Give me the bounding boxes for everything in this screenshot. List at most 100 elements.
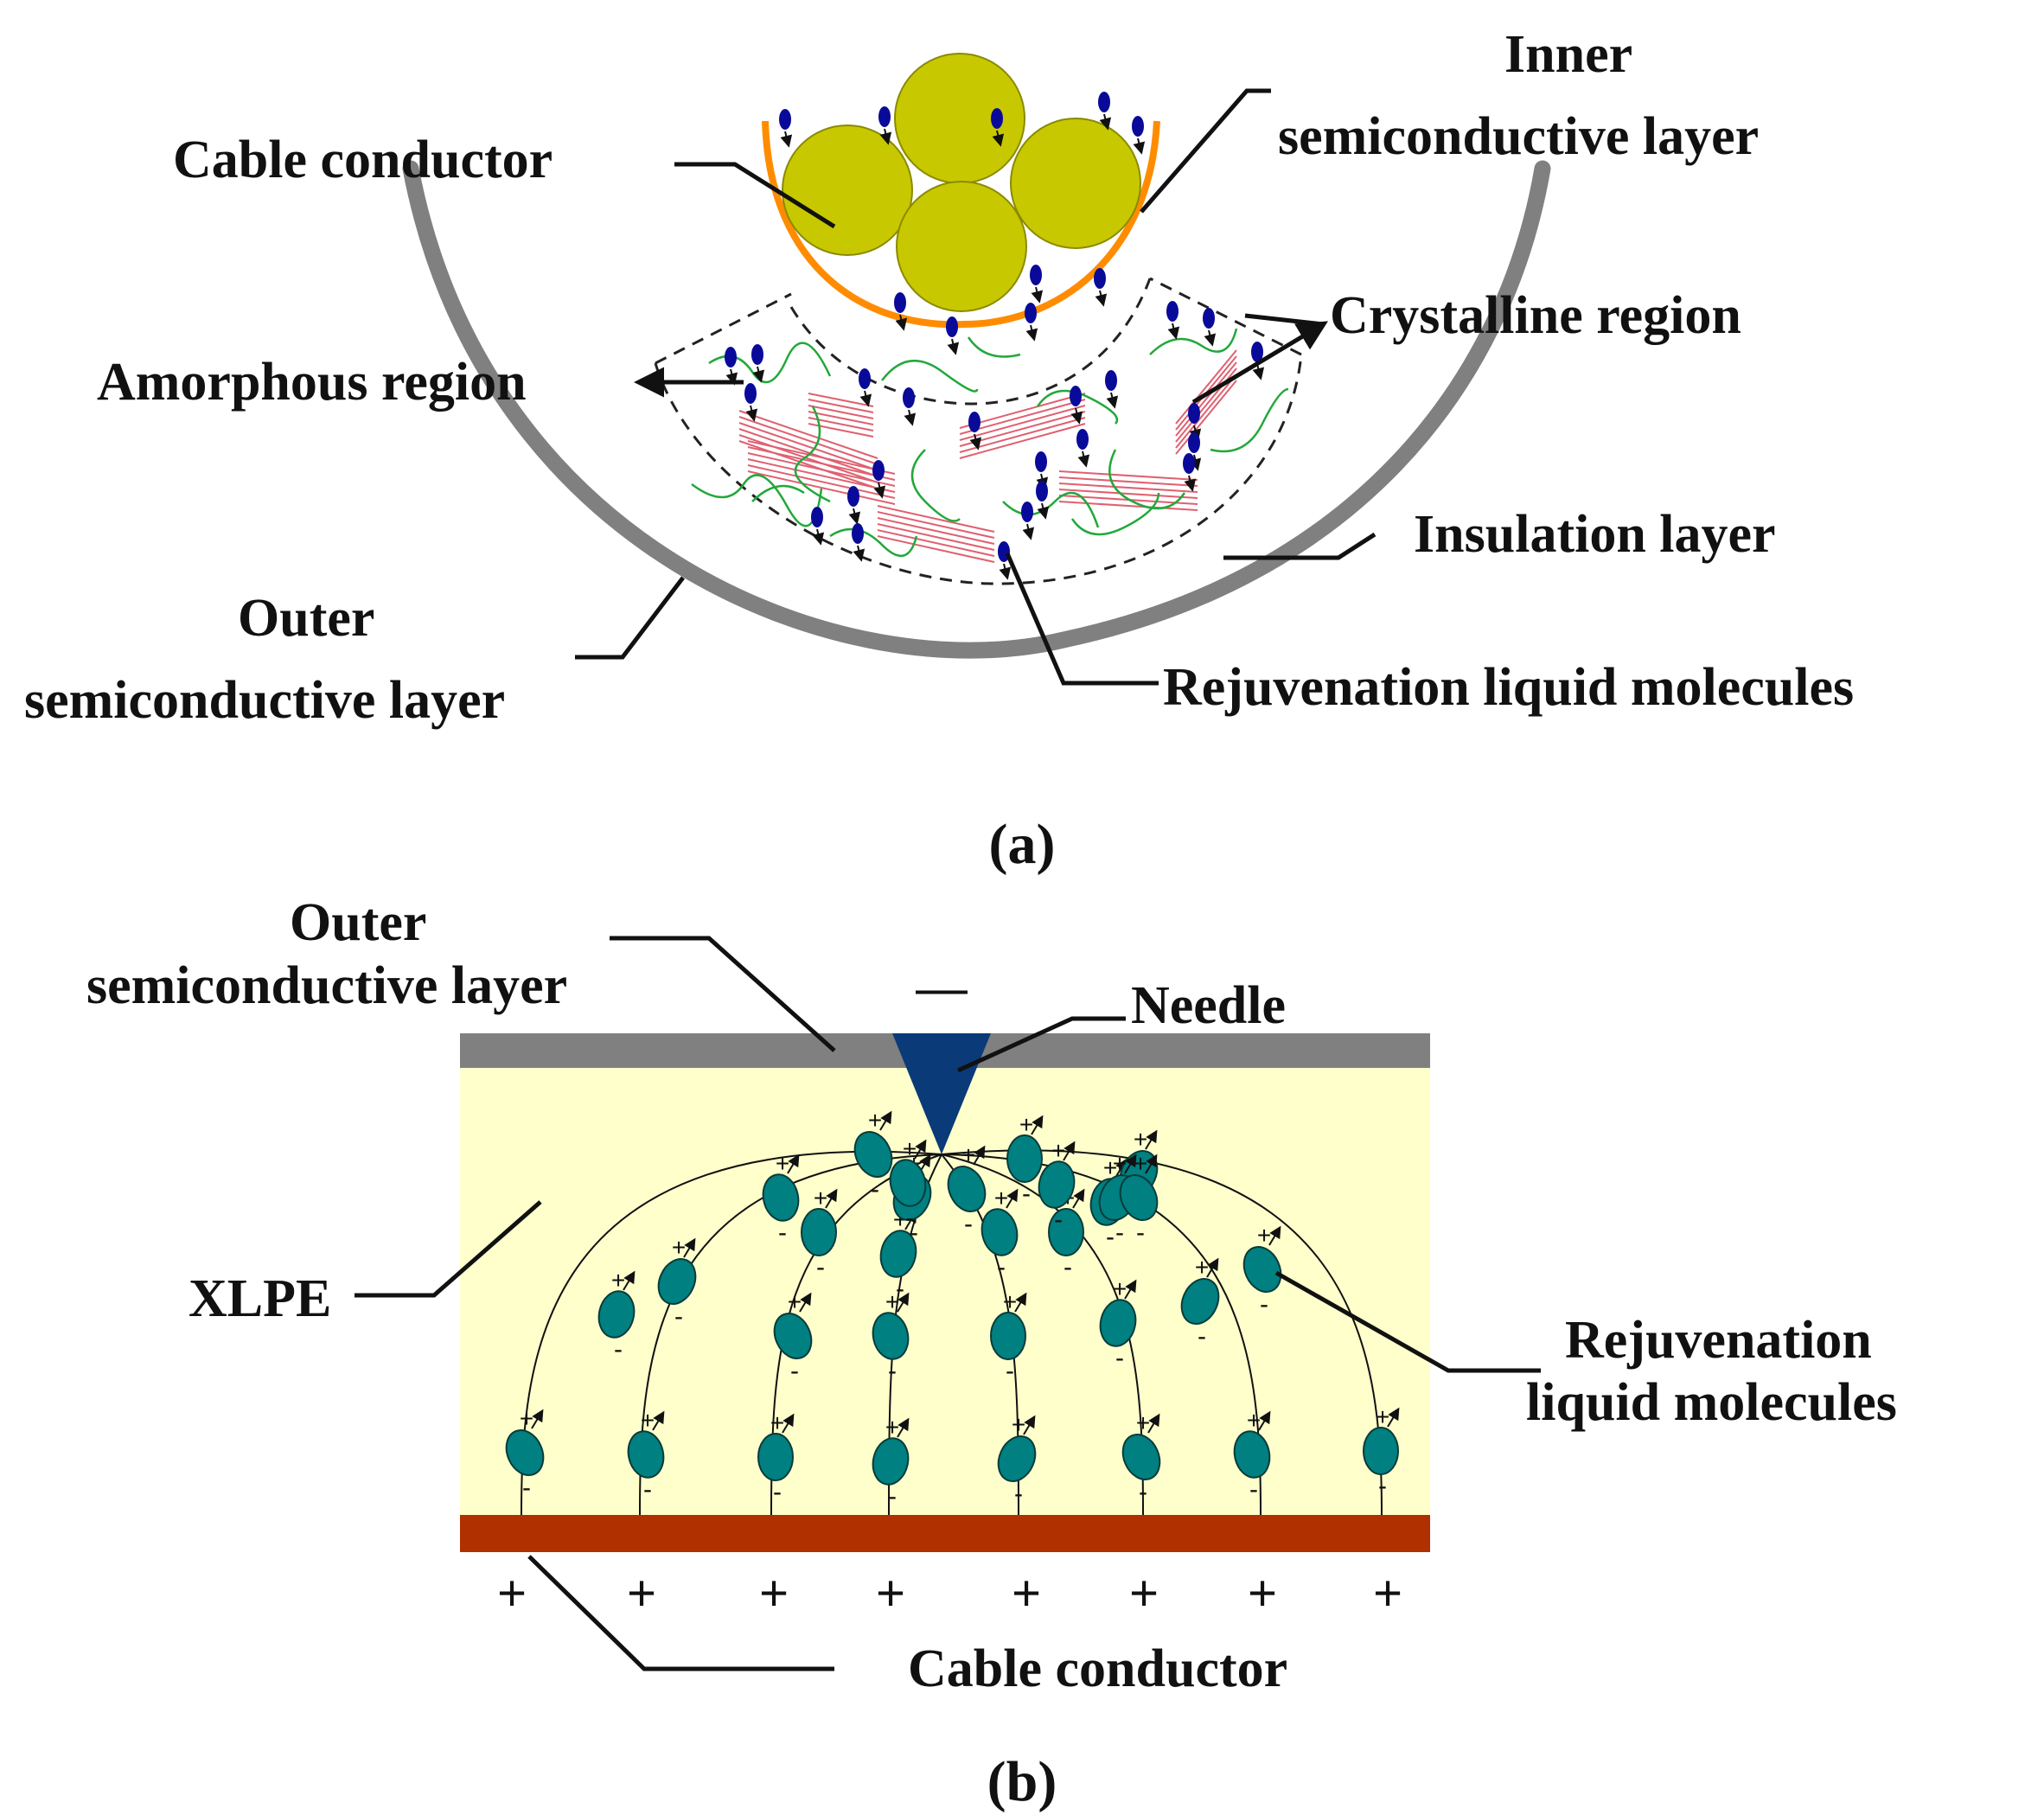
conductor-strand [782, 125, 913, 256]
conductor-charges: ++++++++ [497, 1565, 1402, 1621]
molecule-body [1180, 1278, 1220, 1325]
lamella-line [747, 446, 896, 481]
leader-rejuvenation-a [1005, 553, 1159, 686]
molecule-arrow [1006, 1188, 1019, 1209]
molecule-arrow [1204, 329, 1217, 347]
molecule-arrow [1031, 286, 1044, 304]
lamella-line [738, 416, 878, 465]
minus-sign: - [1260, 1290, 1268, 1319]
lamella-line [738, 434, 878, 483]
polymer-chain [1070, 492, 1160, 536]
conductor-charge: + [1129, 1565, 1159, 1621]
minus-sign: - [614, 1335, 623, 1364]
molecule-body [847, 486, 859, 507]
molecule-body [1070, 386, 1082, 406]
molecule-arrow [745, 405, 758, 422]
molecule-body [1025, 303, 1037, 323]
rejuvenation-molecule [811, 507, 825, 546]
lamella-line [808, 393, 874, 407]
molecule-body [773, 1313, 813, 1359]
molecule-body [859, 368, 871, 389]
rejuvenation-molecule [872, 460, 886, 499]
polymer-chain [691, 474, 823, 527]
minus-sign: - [778, 1218, 787, 1247]
label-inner-line1: Inner [1504, 25, 1632, 84]
polymer-chains [691, 328, 1289, 558]
molecule-arrow [799, 1292, 812, 1313]
region-boundary-left-edge [655, 292, 792, 365]
crystal-lamella [808, 393, 874, 438]
molecule-arrow [1147, 1413, 1160, 1434]
label-cable-conductor-b: Cable conductor [908, 1639, 1287, 1698]
molecule-arrow [652, 1410, 665, 1431]
molecule-body [1035, 451, 1047, 472]
molecule-arrow [752, 366, 765, 383]
rejuvenation-molecule [852, 523, 866, 562]
plus-sign: + [770, 1409, 784, 1436]
plus-sign: + [868, 1107, 882, 1134]
molecule-body [946, 316, 958, 337]
lamella-line [877, 517, 995, 545]
molecule-body [1242, 1246, 1282, 1293]
molecule-arrow [895, 314, 908, 331]
panel-b: — +-+-+-+-+-+-+-+-+-+-+-+-+-+-+-+-+-+-+-… [86, 893, 1897, 1813]
molecule-body [1132, 116, 1144, 137]
molecule-body [1099, 1299, 1137, 1347]
rejuvenation-molecule [946, 316, 960, 355]
leader-crystalline-2 [1244, 313, 1324, 327]
label-cable-conductor: Cable conductor [173, 131, 553, 189]
dipole-molecule: +- [627, 1407, 665, 1504]
plus-sign: + [961, 1141, 975, 1168]
label-outer-b-line1: Outer [290, 893, 426, 952]
rejuvenation-molecule [1105, 370, 1119, 409]
molecule-arrow [812, 528, 825, 546]
rejuvenation-molecule [1132, 116, 1146, 155]
panel-a: Cable conductor Inner semiconductive lay… [24, 25, 1854, 876]
plus-sign: + [1247, 1407, 1261, 1434]
label-rejuvenation-b-line2: liquid molecules [1526, 1373, 1897, 1432]
dipole-molecule: +- [773, 1288, 813, 1385]
molecule-arrow [1258, 1410, 1271, 1431]
lamella-line [1175, 374, 1237, 449]
molecule-body [1105, 370, 1117, 391]
crystal-lamellae [738, 349, 1237, 563]
inner-semiconductive-arc [762, 120, 1160, 329]
rejuvenation-molecule [1098, 92, 1112, 131]
plus-sign: + [1257, 1222, 1271, 1249]
cable-conductor-bar [460, 1515, 1430, 1552]
plus-sign: + [885, 1414, 899, 1441]
rejuvenation-molecule [1094, 268, 1108, 307]
molecule-body [1251, 342, 1263, 362]
rejuvenation-molecule [903, 387, 917, 426]
molecule-arrow [1072, 1188, 1085, 1209]
leader-rejuvenation-b [1274, 1270, 1541, 1373]
rejuvenation-molecule [1076, 429, 1090, 468]
polymer-chain [910, 449, 961, 522]
leader-cable-conductor-b [527, 1555, 834, 1671]
conductor-strand [894, 53, 1025, 184]
crystal-lamella [1058, 470, 1198, 511]
region-boundary-inner [789, 278, 1152, 406]
plus-sign: + [1113, 1150, 1127, 1177]
molecule-arrow [1014, 1292, 1027, 1313]
molecule-body [657, 1258, 697, 1305]
lamella-line [877, 535, 995, 563]
dipole-molecule: +- [872, 1414, 910, 1511]
minus-sign: - [1139, 1478, 1147, 1506]
dipole-molecule: +- [1099, 1275, 1137, 1372]
molecule-body [889, 1159, 927, 1207]
caption-b: (b) [987, 1750, 1057, 1813]
molecule-body [853, 1131, 893, 1178]
molecule-arrow [1025, 324, 1038, 342]
lamella-line [808, 405, 874, 419]
plus-sign: + [520, 1405, 533, 1432]
molecule-arrow [780, 131, 793, 148]
molecule-body [1121, 1434, 1161, 1480]
molecule-arrow [531, 1409, 544, 1429]
plus-sign: + [1134, 1150, 1147, 1177]
molecule-body [997, 1435, 1037, 1482]
label-insulation-layer: Insulation layer [1414, 505, 1776, 564]
lamella-line [877, 529, 995, 557]
label-crystalline-region: Crystalline region [1330, 286, 1741, 345]
molecule-arrow [1077, 451, 1090, 468]
